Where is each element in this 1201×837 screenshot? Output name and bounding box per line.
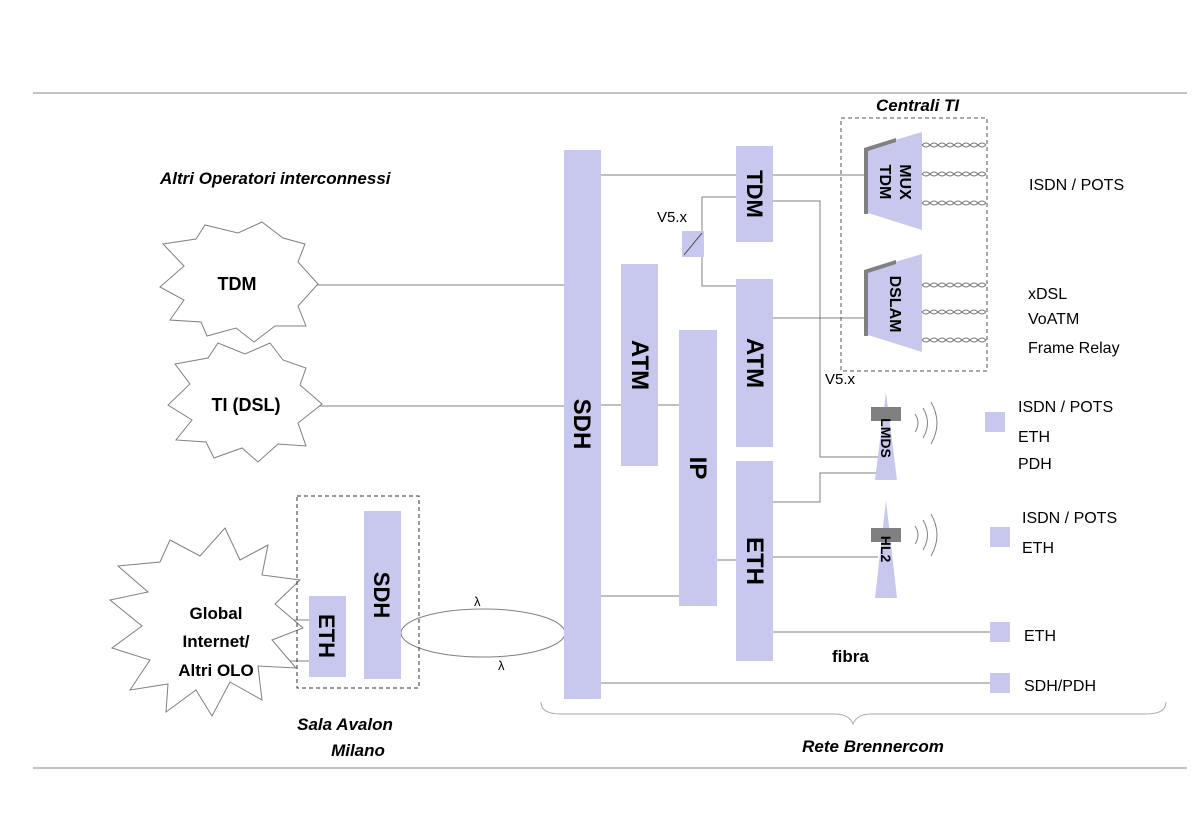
avalon-eth-label: ETH: [314, 614, 339, 658]
service-dslam-3: Frame Relay: [1028, 340, 1120, 357]
eth-block: [736, 461, 773, 661]
sala-avalon-heading-1: Sala Avalon: [297, 715, 393, 734]
global-cloud-label-2: Internet/: [182, 632, 249, 651]
sdh-pdh-endpoint: [990, 673, 1010, 693]
service-hl2-2: ETH: [1022, 540, 1054, 557]
v5-label-bottom: V5.x: [825, 371, 856, 388]
connections: [262, 174, 990, 684]
mux-tdm-equipment: MUX TDM: [864, 132, 922, 230]
hl2-endpoint: [990, 527, 1010, 547]
service-sdh-pdh: SDH/PDH: [1024, 678, 1096, 695]
ti-dsl-cloud: [167, 342, 323, 463]
atm-left-block: [621, 264, 658, 466]
ip-label: IP: [684, 457, 711, 480]
sala-avalon-box: [296, 495, 420, 689]
altri-operatori-heading: Altri Operatori interconnessi: [159, 169, 392, 188]
atm-right-block: [736, 279, 773, 447]
eth-label: ETH: [741, 537, 768, 585]
lmds-endpoint: [985, 412, 1005, 432]
tdm-cloud-label: TDM: [218, 274, 257, 294]
dslam-label: DSLAM: [886, 276, 903, 333]
service-hl2-1: ISDN / POTS: [1022, 510, 1117, 527]
service-mux: ISDN / POTS: [1029, 177, 1124, 194]
service-fibra-eth: ETH: [1024, 628, 1056, 645]
service-lmds-3: PDH: [1018, 456, 1052, 473]
lambda-label-top: λ: [474, 594, 481, 609]
tdm-cloud: [159, 221, 319, 343]
dslam-equipment: DSLAM: [864, 254, 922, 352]
tdm-block: [736, 146, 773, 242]
v5-switch-slash: [683, 232, 703, 256]
centrali-ti-heading: Centrali TI: [876, 96, 960, 115]
rete-brennercom-heading: Rete Brennercom: [802, 737, 944, 756]
atm-right-label: ATM: [741, 338, 768, 388]
avalon-sdh-label: SDH: [369, 572, 394, 618]
hl2-equipment: HL2: [871, 500, 938, 598]
avalon-eth-block: [309, 596, 346, 677]
lambda-label-bottom: λ: [498, 658, 505, 673]
global-internet-cloud: [108, 527, 304, 718]
service-lmds-1: ISDN / POTS: [1018, 399, 1113, 416]
fibra-eth-endpoint: [990, 622, 1010, 642]
sdh-main-label: SDH: [568, 399, 595, 450]
ti-dsl-cloud-label: TI (DSL): [212, 395, 281, 415]
global-cloud-label-3: Altri OLO: [178, 661, 254, 680]
mux-tdm-label: TDM: [876, 165, 893, 200]
tdm-label: TDM: [742, 170, 767, 218]
ip-block: [679, 330, 717, 606]
global-cloud-label-1: Global: [190, 604, 243, 623]
hl2-label: HL2: [878, 536, 894, 563]
lmds-label: LMDS: [878, 418, 894, 458]
avalon-sdh-block: [364, 511, 401, 679]
fibra-label: fibra: [832, 647, 869, 666]
copper-loops: [921, 142, 987, 343]
sdh-main-block: [564, 150, 601, 699]
service-dslam-1: xDSL: [1028, 286, 1067, 303]
sala-avalon-heading-2: Milano: [331, 741, 385, 760]
rete-brace: [540, 701, 1167, 726]
lmds-equipment: LMDS: [871, 392, 938, 480]
v5-label-top: V5.x: [657, 209, 688, 226]
centrali-ti-box: [840, 117, 988, 372]
atm-left-label: ATM: [626, 340, 653, 390]
service-lmds-2: ETH: [1018, 429, 1050, 446]
lambda-link: [400, 608, 566, 658]
mux-label: MUX: [896, 164, 913, 200]
service-dslam-2: VoATM: [1028, 311, 1079, 328]
